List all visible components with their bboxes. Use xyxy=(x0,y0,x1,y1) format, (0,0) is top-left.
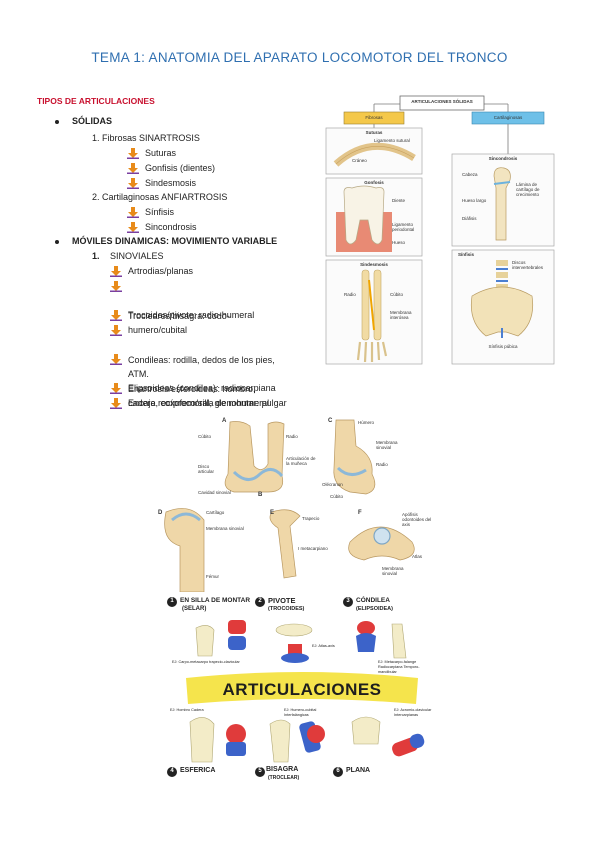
solidas-label: SÓLIDAS xyxy=(72,116,113,126)
panel-title: Sínfisis xyxy=(458,252,475,257)
list-item: Trocoides/pivote: radio-humeral xyxy=(110,310,254,321)
arrow-icon xyxy=(110,310,122,321)
panel-title: Sincondrosis xyxy=(488,156,518,161)
bullet-icon xyxy=(55,240,59,244)
list-item: Sínfisis xyxy=(127,207,174,218)
arrow-icon xyxy=(127,178,139,189)
list-item: Suturas xyxy=(127,148,176,159)
poster-banner: ARTICULACIONES xyxy=(222,680,382,699)
list-item: Condileas: rodilla, dedos de los pies, A… xyxy=(110,325,318,381)
outline-sinoviales: 1. SINOVIALES xyxy=(92,251,164,261)
list-item: Enartrosis/esferoideas: hombro, cadera, … xyxy=(110,354,318,410)
outline-fibrosas: 1. Fibrosas SINARTROSIS xyxy=(92,133,200,143)
fibrosas-label: Fibrosas SINARTROSIS xyxy=(102,133,200,143)
panel-title: Gonfosis xyxy=(364,180,384,185)
list-item: Sindesmosis xyxy=(127,178,196,189)
list-item: Artrodias/planas xyxy=(110,266,193,277)
arrow-icon xyxy=(110,354,122,365)
sinoviales-label: SINOVIALES xyxy=(110,251,164,261)
fibrosas-node: Fibrosas xyxy=(365,115,383,120)
arrow-icon xyxy=(110,325,122,336)
card-title: ESFERICA xyxy=(180,767,216,774)
card-title: PLANA xyxy=(346,767,371,774)
card-title: PIVOTE xyxy=(268,596,296,605)
moviles-label: MÓVILES DINAMICAS: MOVIMIENTO VARIABLE xyxy=(72,236,278,246)
cartilaginosas-label: Cartilaginosas ANFIARTROSIS xyxy=(102,192,228,202)
poster-labels: 1 EN SILLA DE MONTAR (SELAR) EJ: Carpo-m… xyxy=(170,596,432,781)
solid-joints-diagram: ARTICULACIONES SÓLIDAS Fibrosas Cartilag… xyxy=(322,92,558,367)
joint-types-poster: 1 EN SILLA DE MONTAR (SELAR) EJ: Carpo-m… xyxy=(166,594,438,784)
arrow-icon xyxy=(127,148,139,159)
list-item: Encaje recíproco/silla de montar: pulgar xyxy=(110,398,287,409)
cartilaginosas-node: Cartilaginosas xyxy=(493,115,523,120)
arrow-icon xyxy=(127,207,139,218)
card-title: CÓNDILEA xyxy=(356,597,390,604)
arrow-icon xyxy=(110,281,122,292)
panel-title: Sindesmosis xyxy=(360,262,388,267)
arrow-icon xyxy=(110,398,122,409)
arrow-icon xyxy=(127,222,139,233)
synovial-joints-figure: A B C D E F Cúbito Radio Disco articular… xyxy=(150,416,440,593)
diagram-root-label: ARTICULACIONES SÓLIDAS xyxy=(411,99,473,104)
list-item: Elipsoideas (condilea): radiocarpiana xyxy=(110,383,276,394)
list-item: Sincondrosis xyxy=(127,222,197,233)
arrow-icon xyxy=(110,266,122,277)
card-title: BISAGRA xyxy=(266,766,299,773)
page-title: TEMA 1: ANATOMIA DEL APARATO LOCOMOTOR D… xyxy=(91,50,508,65)
outline-cartilaginosas: 2. Cartilaginosas ANFIARTROSIS xyxy=(92,192,228,202)
outline-solidas: SÓLIDAS xyxy=(55,116,113,126)
card-title: EN SILLA DE MONTAR xyxy=(180,597,251,604)
bullet-icon xyxy=(55,120,59,124)
section-heading: TIPOS DE ARTICULACIONES xyxy=(37,96,155,106)
list-item: Gonfisis (dientes) xyxy=(127,163,215,174)
outline-moviles: MÓVILES DINAMICAS: MOVIMIENTO VARIABLE xyxy=(55,236,278,246)
arrow-icon xyxy=(110,383,122,394)
list-item: Trocleares/bisagra: codo- humero/cubital xyxy=(110,281,288,337)
panel-title: Suturas xyxy=(365,130,383,135)
arrow-icon xyxy=(127,163,139,174)
